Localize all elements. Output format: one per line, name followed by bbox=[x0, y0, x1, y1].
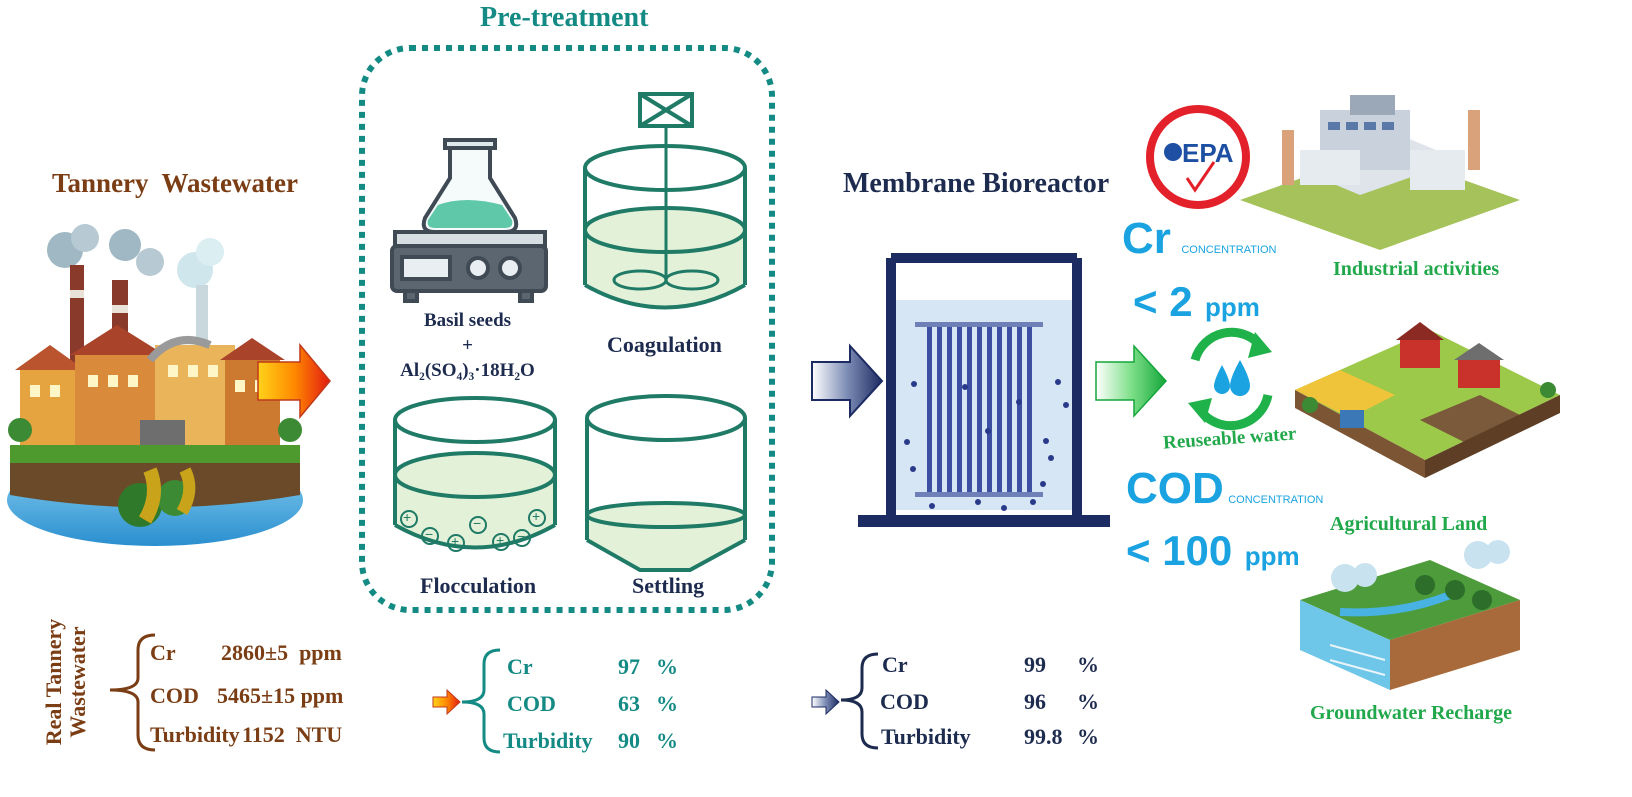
cod-limit-value: < 100 ppm bbox=[1126, 527, 1300, 575]
brace-mbr bbox=[840, 652, 879, 750]
mbr-cr-unit: % bbox=[1077, 652, 1099, 677]
cr-limit-heading: Cr CONCENTRATION bbox=[1122, 214, 1277, 264]
cod-limit-heading: COD CONCENTRATION bbox=[1126, 464, 1323, 514]
flow-arrow-3 bbox=[1095, 344, 1168, 418]
real-row-turbidity-value: 1152 NTU bbox=[242, 722, 343, 747]
tannery-title: Tannery Wastewater bbox=[52, 168, 298, 198]
groundwater-label: Groundwater Recharge bbox=[1310, 702, 1513, 724]
real-row-cr: Cr bbox=[150, 640, 176, 666]
industrial-illustration bbox=[1240, 95, 1520, 250]
cod-symbol: COD bbox=[1126, 464, 1224, 513]
real-row-cr-value: 2860±5 ppm bbox=[221, 640, 342, 665]
agricultural-label: Agricultural Land bbox=[1330, 513, 1488, 535]
real-turbidity-name: Turbidity bbox=[150, 722, 240, 747]
mbr-cr-value: 99 bbox=[1024, 652, 1046, 677]
flocculation-tank-icon bbox=[393, 396, 557, 552]
basil-line1: Basil seeds bbox=[423, 310, 512, 331]
cr-limit-value: < 2 ppm bbox=[1133, 278, 1260, 326]
mbr-cod-value: 96 bbox=[1024, 689, 1046, 714]
coagulation-tank-icon bbox=[583, 92, 747, 310]
pretreatment-title: Pre-treatment bbox=[480, 2, 649, 33]
agriculture-illustration bbox=[1295, 322, 1560, 478]
real-row-cod: COD bbox=[150, 683, 199, 709]
real-cr-name: Cr bbox=[150, 640, 176, 665]
cod-value: < 100 bbox=[1126, 527, 1233, 574]
settling-tank-icon bbox=[585, 394, 747, 572]
mbr-cod-name: COD bbox=[880, 689, 929, 714]
recycle-water-icon bbox=[1188, 327, 1273, 431]
real-tannery-line1: Real Tannery bbox=[41, 618, 66, 746]
mbr-turbidity-value: 99.8 bbox=[1024, 724, 1063, 749]
industrial-label: Industrial activities bbox=[1333, 258, 1500, 280]
basil-line3: Al₂(SO₄)₃·18H₂O bbox=[400, 360, 535, 381]
balance-flask-icon bbox=[390, 138, 548, 303]
small-arrow-pretreatment bbox=[432, 688, 461, 716]
real-row-turbidity: Turbidity bbox=[150, 722, 240, 748]
small-arrow-mbr bbox=[811, 688, 840, 716]
cr-unit: ppm bbox=[1205, 292, 1260, 322]
cr-symbol: Cr bbox=[1122, 214, 1171, 263]
pre-cod-name: COD bbox=[507, 691, 556, 716]
basil-line2: + bbox=[462, 335, 473, 356]
coagulation-label: Coagulation bbox=[607, 332, 722, 357]
cr-sub: CONCENTRATION bbox=[1181, 244, 1277, 256]
settling-label: Settling bbox=[632, 573, 705, 598]
mbr-tank-illustration bbox=[858, 253, 1110, 527]
cr-value: < 2 bbox=[1133, 278, 1193, 325]
real-row-cod-value: 5465±15 ppm bbox=[217, 683, 344, 708]
pre-cod-unit: % bbox=[656, 691, 678, 716]
groundwater-illustration bbox=[1300, 540, 1520, 690]
pre-cr-unit: % bbox=[656, 654, 678, 679]
real-tannery-label: Real Tannery Wastewater bbox=[41, 612, 90, 752]
pre-cr-name: Cr bbox=[507, 654, 533, 679]
flow-arrow-2 bbox=[811, 343, 884, 419]
mbr-turbidity-unit: % bbox=[1077, 724, 1099, 749]
cod-unit: ppm bbox=[1244, 541, 1300, 571]
cod-sub: CONCENTRATION bbox=[1228, 494, 1324, 506]
pre-cr-value: 97 bbox=[618, 654, 640, 679]
mbr-cod-unit: % bbox=[1077, 689, 1099, 714]
basil-label: Basil seeds + Al₂(SO₄)₃·18H₂O bbox=[385, 308, 550, 383]
epa-text: EPA bbox=[1182, 138, 1234, 168]
mbr-turbidity-name: Turbidity bbox=[881, 724, 971, 749]
epa-logo bbox=[1146, 105, 1250, 209]
mbr-cr-name: Cr bbox=[882, 652, 908, 677]
brace-pretreatment bbox=[461, 648, 501, 754]
real-cod-name: COD bbox=[150, 683, 199, 708]
pre-turbidity-value: 90 bbox=[618, 728, 640, 753]
real-tannery-line2: Wastewater bbox=[65, 626, 90, 738]
brace-real bbox=[109, 633, 156, 752]
pre-cod-value: 63 bbox=[618, 691, 640, 716]
pre-turbidity-unit: % bbox=[656, 728, 678, 753]
flow-arrow-1 bbox=[257, 342, 331, 420]
pre-turbidity-name: Turbidity bbox=[503, 728, 593, 753]
mbr-title: Membrane Bioreactor bbox=[843, 168, 1110, 199]
tannery-factory-illustration bbox=[7, 224, 303, 546]
pretreatment-box bbox=[359, 45, 775, 613]
flocculation-label: Flocculation bbox=[420, 573, 537, 598]
